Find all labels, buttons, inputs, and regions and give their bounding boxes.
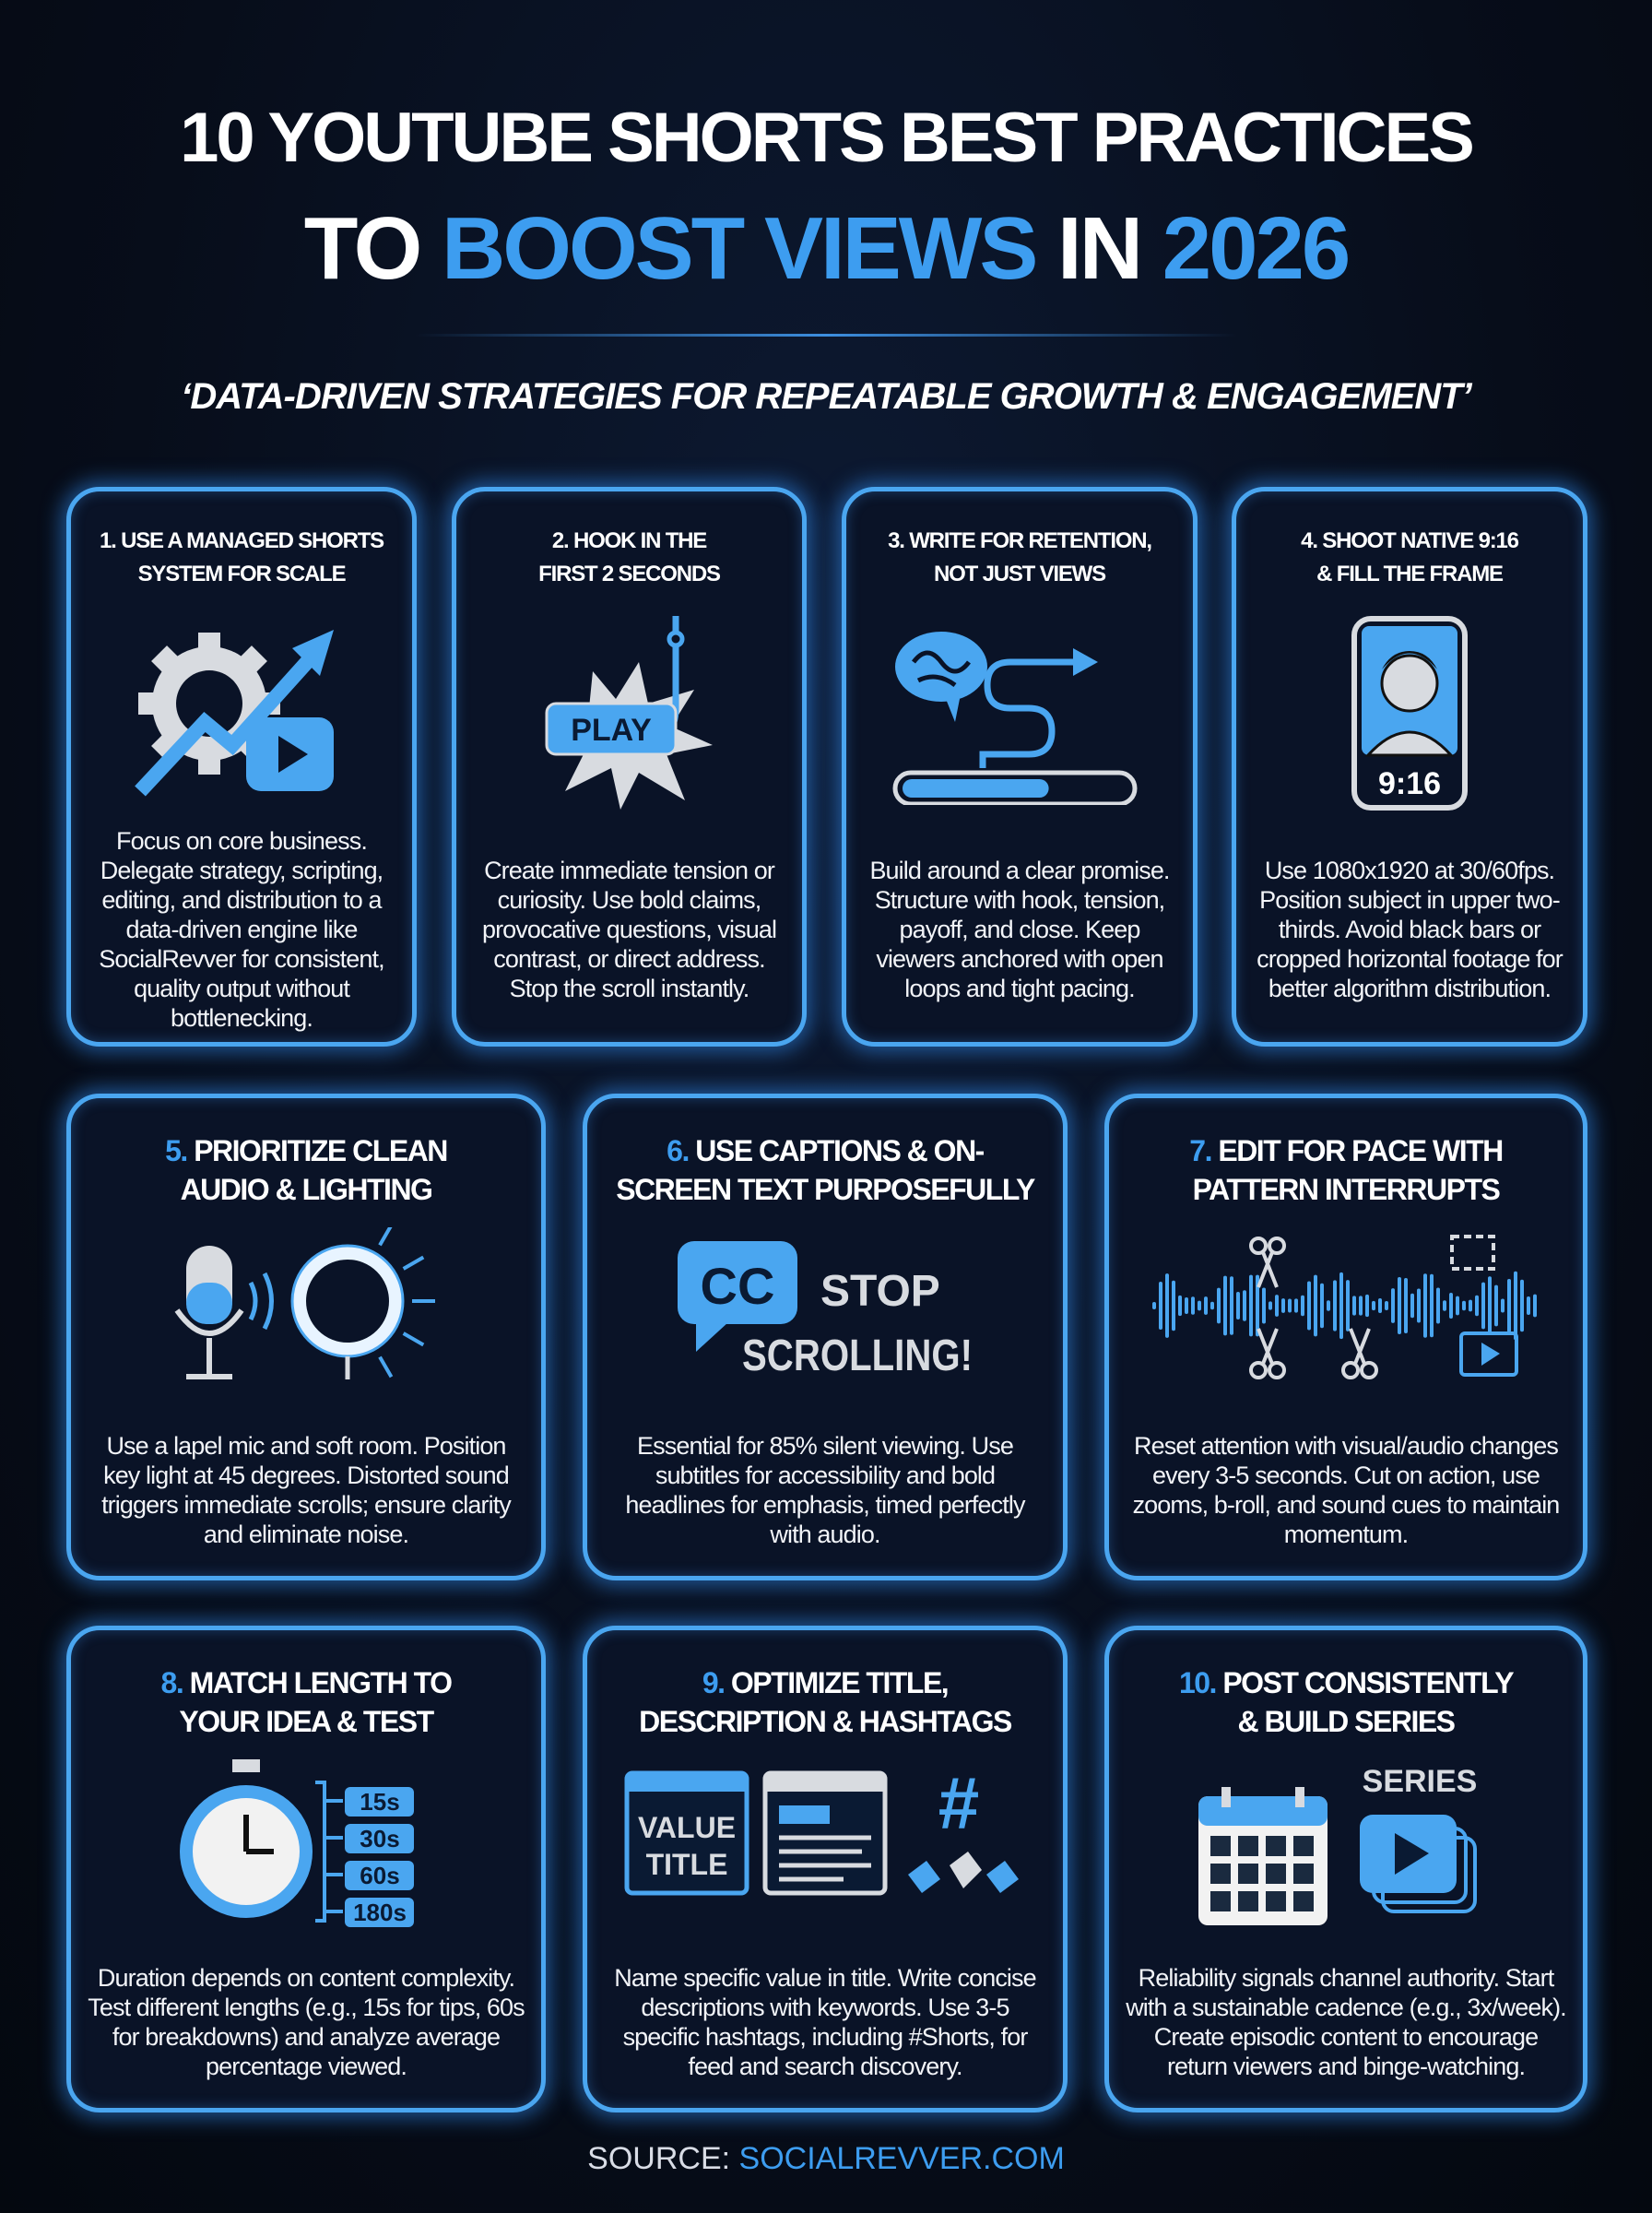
card-number: 1. [99,528,117,553]
series-label: SERIES [1363,1764,1478,1799]
source-link[interactable]: SOCIALREVVER.COM [738,2141,1065,2176]
card-native-9-16: 4. SHOOT NATIVE 9:16& FILL THE FRAME 9:1… [1232,487,1587,1047]
subtitle: ‘DATA-DRIVEN STRATEGIES FOR REPEATABLE G… [181,376,1472,417]
mic-ringlight-icon [71,1218,541,1402]
card-description: Use 1080x1920 at 30/60fps. Position subj… [1257,857,1564,1002]
card-number: 7. [1189,1134,1212,1167]
value-label: VALUE [638,1811,736,1844]
card-title: 9. OPTIMIZE TITLE,DESCRIPTION & HASHTAGS [639,1666,1012,1738]
hook-play-icon: PLAY [456,611,802,814]
card-optimize-title: 9. OPTIMIZE TITLE,DESCRIPTION & HASHTAGS… [583,1626,1068,2112]
card-number: 9. [702,1666,726,1699]
card-post-consistently: 10. POST CONSISTENTLY& BUILD SERIES SERI… [1104,1626,1587,2112]
card-description: Essential for 85% silent viewing. Use su… [625,1432,1025,1548]
card-description: Focus on core business. Delegate strateg… [99,827,384,1032]
divider [415,334,1237,337]
card-description: Use a lapel mic and soft room. Position … [101,1432,512,1548]
card-title: 6. USE CAPTIONS & ON-SCREEN TEXT PURPOSE… [616,1134,1035,1206]
duration-label: 15s [360,1788,399,1816]
stopwatch-icon: 15s 30s 60s 180s [71,1750,541,1935]
card-number: 6. [667,1134,690,1167]
duration-label: 180s [353,1899,407,1926]
card-number: 5. [165,1134,188,1167]
brain-progress-icon [846,611,1193,814]
card-title: 10. POST CONSISTENTLY& BUILD SERIES [1178,1666,1515,1738]
card-captions: 6. USE CAPTIONS & ON-SCREEN TEXT PURPOSE… [583,1094,1068,1580]
cc-label: CC [701,1257,775,1315]
captions-icon: CC STOP SCROLLING! [587,1218,1063,1402]
card-description: Duration depends on content complexity. … [88,1964,525,2080]
ratio-label: 9:16 [1378,766,1441,801]
play-label: PLAY [571,713,652,748]
page-title-line-1: 10 YOUTUBE SHORTS BEST PRACTICES [180,99,1475,177]
card-number: 10. [1178,1666,1217,1699]
card-retention: 3. WRITE FOR RETENTION,NOT JUST VIEWS Bu… [842,487,1198,1047]
duration-label: 30s [360,1825,399,1852]
card-number: 8. [160,1666,184,1699]
title-label: TITLE [646,1848,728,1881]
page-title-line-2: TO BOOST VIEWS IN 2026 [303,199,1351,298]
title-year: 2026 [1162,199,1351,298]
title-highlight: BOOST VIEWS [441,199,1038,298]
card-description: Create immediate tension or curiosity. U… [481,857,777,1002]
stop-label: STOP [820,1267,940,1316]
card-description: Reset attention with visual/audio change… [1132,1432,1561,1548]
retention-progress-fill [903,779,1049,798]
card-number: 4. [1301,528,1318,553]
hashtag-label: # [938,1764,980,1844]
card-title: 3. WRITE FOR RETENTION,NOT JUST VIEWS [888,528,1152,586]
card-title: 4. SHOOT NATIVE 9:16& FILL THE FRAME [1301,528,1519,586]
card-description: Build around a clear promise. Structure … [869,857,1170,1002]
title-description-hashtag-icon: VALUE TITLE # [587,1750,1063,1935]
source-credit: SOURCE: SOCIALREVVER.COM [587,2141,1065,2176]
waveform-scissors-icon [1109,1218,1583,1402]
calendar-series-icon: SERIES [1109,1750,1583,1935]
gear-growth-play-icon [71,611,412,814]
card-description: Reliability signals channel authority. S… [1126,1964,1566,2080]
card-number: 3. [888,528,905,553]
card-description: Name specific value in title. Write conc… [614,1964,1036,2080]
scrolling-label: SCROLLING! [742,1331,973,1380]
duration-label: 60s [360,1862,399,1889]
card-number: 2. [551,528,570,553]
phone-portrait-icon: 9:16 [1236,611,1583,814]
